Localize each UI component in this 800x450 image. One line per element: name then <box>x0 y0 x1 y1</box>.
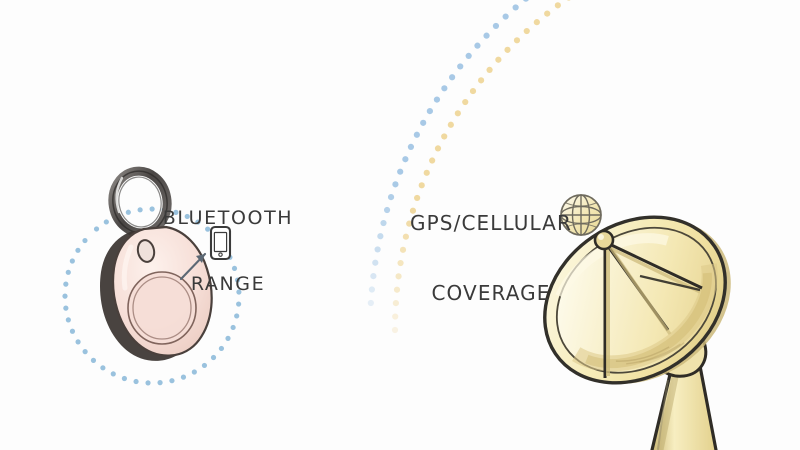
keyfob-body <box>99 225 213 361</box>
bluetooth-label-line2: RANGE <box>190 273 266 296</box>
dish-feed-assembly <box>593 229 703 378</box>
gps-label-line2: COVERAGE <box>431 280 551 305</box>
dish-pedestal <box>650 364 718 450</box>
bluetooth-range-label: BLUETOOTH RANGE <box>148 163 308 339</box>
connection-arrow-icon <box>179 252 207 281</box>
satellite-dish-reflector <box>543 215 731 385</box>
bluetooth-label-line1: BLUETOOTH <box>162 207 294 230</box>
gps-coverage-ring-outer <box>367 0 529 307</box>
gps-coverage-ring-inner <box>391 0 571 334</box>
gps-coverage-label: GPS/CELLULAR COVERAGE <box>400 166 582 352</box>
gps-label-line1: GPS/CELLULAR <box>410 211 572 236</box>
globe-icon <box>560 194 602 236</box>
smartphone-icon <box>209 225 232 261</box>
